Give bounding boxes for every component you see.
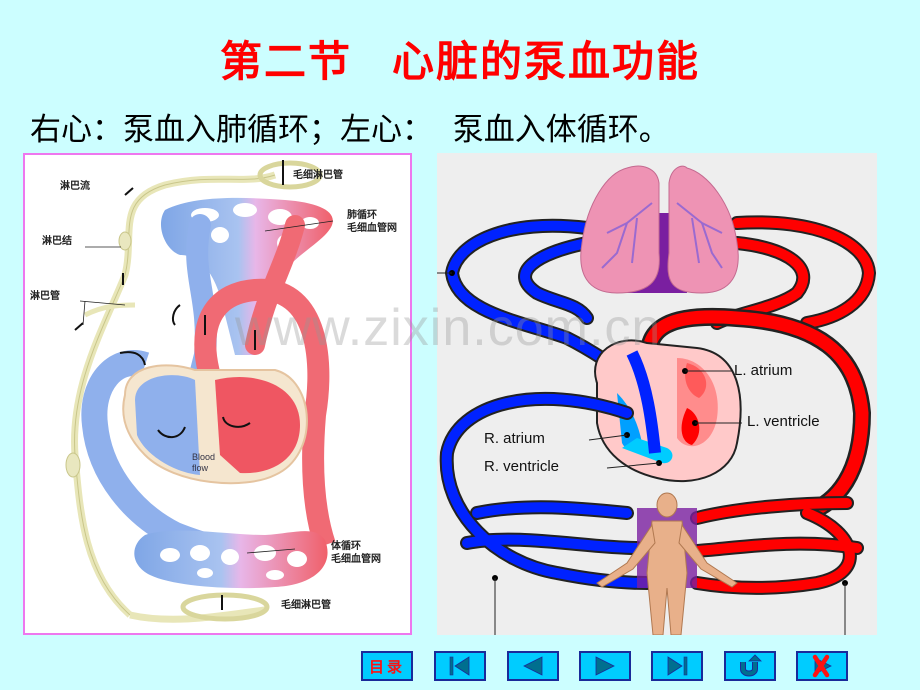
label-capillary-lymph-top: 毛细淋巴管 bbox=[293, 170, 343, 181]
toc-label: 目录 bbox=[368, 657, 405, 676]
label-lymph-vessel: 淋巴管 bbox=[30, 291, 60, 302]
next-button[interactable] bbox=[579, 651, 631, 681]
previous-button[interactable] bbox=[507, 651, 559, 681]
title-topic: 心脏的泵血功能 bbox=[392, 37, 701, 86]
label-r-ventricle: R. ventricle bbox=[484, 458, 560, 475]
label-capillary-lymph-bottom: 毛细淋巴管 bbox=[281, 600, 331, 611]
label-blood-flow: Blood flow bbox=[192, 452, 216, 473]
return-icon bbox=[740, 654, 762, 677]
slide-subtitle: 右心：泵血入肺循环；左心： 泵血入体循环。 bbox=[30, 112, 670, 148]
circulation-illustration bbox=[65, 160, 336, 623]
last-page-icon bbox=[667, 656, 688, 676]
first-page-icon bbox=[449, 656, 470, 676]
label-r-atrium: R. atrium bbox=[484, 430, 545, 447]
label-l-ventricle: L. ventricle bbox=[747, 413, 820, 430]
return-button[interactable] bbox=[724, 651, 776, 681]
slide-title: 第二节心脏的泵血功能 bbox=[0, 28, 920, 89]
label-lymph-node: 淋巴结 bbox=[42, 236, 72, 247]
toc-button[interactable]: 目录 bbox=[361, 651, 413, 681]
next-icon bbox=[595, 656, 615, 676]
label-lymph-flow: 淋巴流 bbox=[60, 181, 90, 192]
circulation-lymph-diagram: 淋巴流 淋巴结 淋巴管 毛细淋巴管 肺循环 毛细血管网 体循环 毛细血管网 毛细… bbox=[23, 153, 412, 635]
first-page-button[interactable] bbox=[434, 651, 486, 681]
heart-lungs-body-illustration bbox=[437, 165, 877, 635]
label-systemic-circulation: 体循环 毛细血管网 bbox=[331, 541, 381, 565]
title-section: 第二节 bbox=[219, 37, 352, 86]
label-pulmonary-circulation: 肺循环 毛细血管网 bbox=[347, 210, 397, 234]
heart-circulation-diagram: L. atrium L. ventricle R. atrium R. vent… bbox=[437, 153, 877, 635]
previous-icon bbox=[523, 656, 543, 676]
exit-button[interactable] bbox=[796, 651, 848, 681]
exit-icon bbox=[812, 654, 832, 678]
label-l-atrium: L. atrium bbox=[734, 362, 793, 379]
last-page-button[interactable] bbox=[651, 651, 703, 681]
